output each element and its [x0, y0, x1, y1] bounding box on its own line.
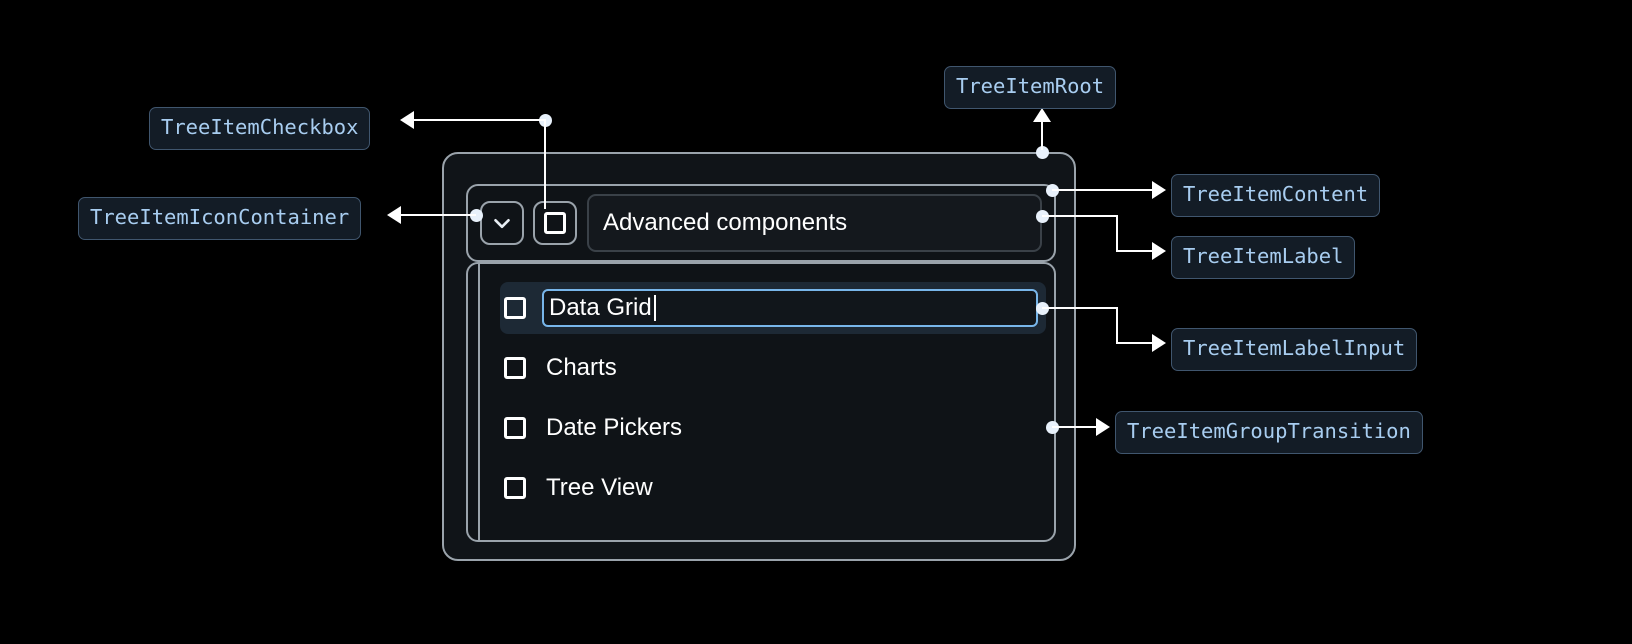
callout-tree-item-icon-container: TreeItemIconContainer [78, 197, 362, 240]
connector-line-label-h2 [1116, 250, 1156, 252]
tree-item-icon-container[interactable] [480, 201, 524, 245]
connector-line-content [1052, 189, 1156, 191]
tree-item-row-data-grid[interactable]: Data Grid [500, 282, 1046, 334]
callout-tree-item-checkbox: TreeItemCheckbox [149, 107, 371, 150]
tree-item-row-tree-view[interactable]: Tree View [500, 462, 1046, 514]
callout-tree-item-label-input: TreeItemLabelInput [1171, 328, 1418, 371]
tree-item-label[interactable]: Advanced components [587, 194, 1042, 252]
checkbox-unchecked-icon [544, 212, 566, 234]
tree-item-label-text: Tree View [546, 474, 653, 501]
connector-line-group-transition [1052, 426, 1100, 428]
connector-line-label-v [1116, 215, 1118, 252]
checkbox-unchecked-icon[interactable] [504, 357, 526, 379]
connector-arrow-label-input [1152, 334, 1166, 352]
connector-arrow-group-transition [1096, 418, 1110, 436]
connector-arrow-icon-container [387, 206, 401, 224]
callout-tree-item-label: TreeItemLabel [1171, 236, 1356, 279]
tree-indent-guide [478, 264, 480, 540]
callout-tree-item-root: TreeItemRoot [944, 66, 1117, 109]
tree-item-label-text: Date Pickers [546, 414, 683, 441]
tree-item-group-transition: Data Grid Charts Date Pickers Tree View [466, 262, 1056, 542]
connector-arrow-label [1152, 242, 1166, 260]
tree-item-content[interactable]: Advanced components [466, 184, 1056, 262]
tree-item-label-input[interactable]: Data Grid [542, 289, 1038, 327]
connector-arrow-content [1152, 181, 1166, 199]
tree-item-checkbox[interactable] [533, 201, 577, 245]
callout-tree-item-content: TreeItemContent [1171, 174, 1381, 217]
connector-line-checkbox-h [413, 119, 546, 121]
text-caret [653, 295, 656, 321]
checkbox-unchecked-icon[interactable] [504, 477, 526, 499]
connector-line-label-input-v [1116, 307, 1118, 344]
connector-line-icon-container [400, 214, 476, 216]
connector-dot-root [1036, 146, 1049, 159]
connector-line-label-h1 [1042, 215, 1118, 217]
connector-line-checkbox-v [544, 120, 546, 209]
checkbox-unchecked-icon[interactable] [504, 417, 526, 439]
tree-item-row-date-pickers[interactable]: Date Pickers [500, 402, 1046, 454]
tree-item-label-input-value: Data Grid [549, 294, 652, 321]
tree-item-row-charts[interactable]: Charts [500, 342, 1046, 394]
chevron-down-icon [489, 210, 515, 236]
connector-dot-icon-container [470, 209, 483, 222]
tree-item-label-text: Advanced components [603, 209, 848, 236]
connector-line-label-input-h1 [1042, 307, 1118, 309]
tree-item-label-text: Charts [546, 354, 617, 381]
checkbox-unchecked-icon[interactable] [504, 297, 526, 319]
tree-item-root[interactable]: Advanced components Data Grid Charts Dat… [442, 152, 1076, 561]
callout-tree-item-group-transition: TreeItemGroupTransition [1115, 411, 1423, 454]
connector-line-root [1041, 119, 1043, 150]
connector-arrow-checkbox [400, 111, 414, 129]
connector-line-label-input-h2 [1116, 342, 1156, 344]
connector-arrow-root [1033, 108, 1051, 122]
